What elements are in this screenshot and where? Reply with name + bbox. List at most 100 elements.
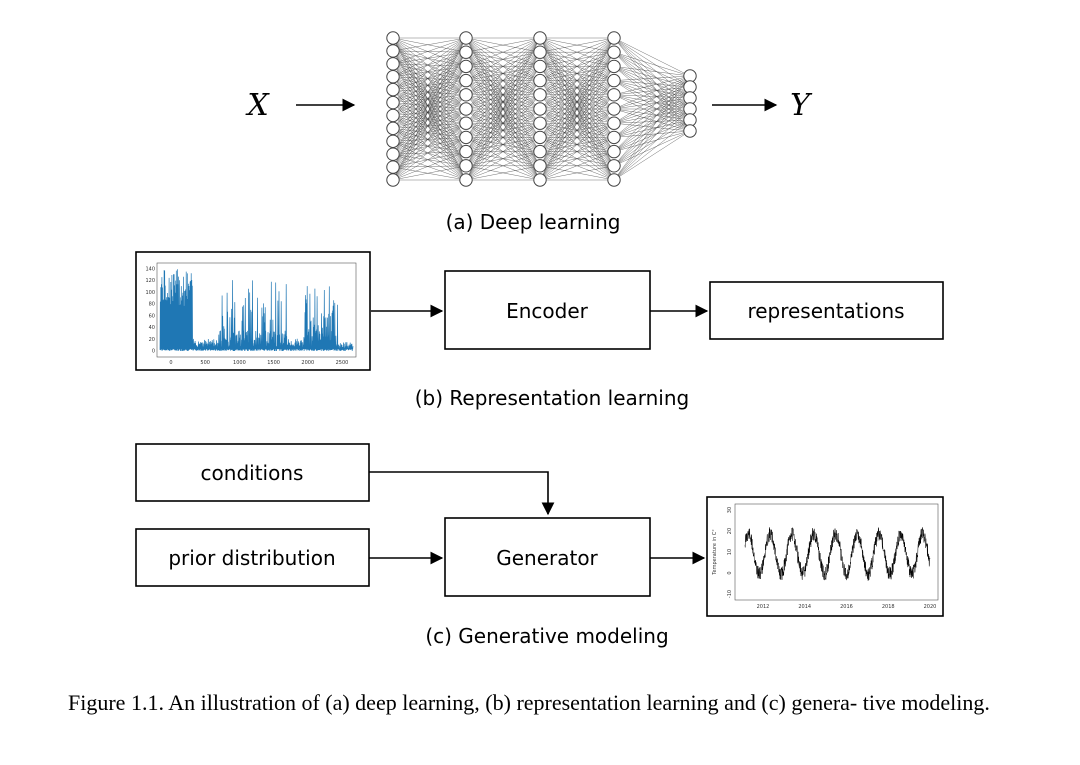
- nn-edge: [392, 151, 467, 155]
- nn-edge: [392, 52, 467, 90]
- plot-c-y-axis-label: Temperature in C°: [712, 529, 718, 576]
- nn-edge: [392, 137, 467, 181]
- nn-node: [459, 116, 473, 130]
- nn-edge: [392, 89, 467, 95]
- nn-edge: [392, 50, 467, 152]
- plot-c-x-tick: 2016: [840, 604, 853, 610]
- nn-edge: [392, 37, 467, 52]
- plot-b-x-tick: 1000: [233, 360, 246, 366]
- nn-edge: [613, 52, 691, 77]
- nn-edge: [613, 123, 691, 132]
- nn-node: [533, 88, 547, 102]
- neural-network-edges: [392, 37, 691, 181]
- nn-edge: [613, 66, 691, 110]
- figure-caption: Figure 1.1. An illustration of (a) deep …: [68, 690, 990, 715]
- nn-node: [459, 144, 473, 159]
- plot-b-x-tick: 2500: [336, 360, 349, 366]
- nn-edge: [613, 80, 691, 121]
- nn-edge: [392, 63, 467, 110]
- nn-edge: [613, 52, 691, 132]
- nn-node: [533, 45, 547, 59]
- nn-edge: [613, 37, 691, 77]
- nn-edge: [613, 52, 691, 121]
- nn-edge: [392, 102, 467, 152]
- nn-edge: [465, 165, 541, 181]
- encoder-box: [444, 270, 651, 350]
- nn-node: [607, 130, 621, 145]
- nn-edge: [465, 66, 541, 181]
- nn-edge: [392, 166, 467, 181]
- nn-edge: [392, 50, 467, 166]
- nn-edge: [392, 66, 467, 142]
- nn-edge: [613, 66, 691, 88]
- caption-a: (a) Deep learning: [446, 210, 621, 234]
- nn-node: [386, 121, 400, 136]
- nn-edge: [465, 37, 541, 138]
- nn-edge: [392, 63, 467, 67]
- nn-edge: [392, 76, 467, 138]
- nn-edge: [392, 137, 467, 142]
- nn-edge: [613, 86, 691, 166]
- nn-node: [386, 147, 400, 161]
- nn-node: [386, 57, 400, 71]
- nn-edge: [613, 97, 691, 166]
- nn-edge: [613, 66, 691, 99]
- nn-node: [459, 59, 473, 74]
- nn-edge: [392, 37, 467, 181]
- nn-edge: [392, 63, 467, 81]
- nn-edge: [392, 108, 467, 116]
- nn-node: [533, 59, 547, 74]
- nn-edge: [392, 89, 467, 138]
- nn-node: [459, 73, 473, 88]
- nn-edge: [392, 76, 467, 181]
- nn-edge: [392, 123, 467, 129]
- nn-edge: [392, 76, 467, 81]
- plot-b-series: [159, 269, 354, 352]
- plot-b-y-tick: 80: [149, 302, 155, 308]
- nn-edge: [392, 76, 467, 95]
- nn-edge: [465, 37, 541, 95]
- nn-edge: [392, 102, 467, 124]
- arrow-conditions-to-generator: [369, 471, 555, 516]
- nn-edge: [392, 63, 467, 166]
- plot-c-y-tick: -10: [727, 590, 733, 598]
- nn-edge: [613, 119, 691, 124]
- nn-edge: [539, 37, 615, 110]
- plot-b-y-tick: 100: [145, 290, 155, 296]
- nn-edge: [613, 94, 691, 110]
- nn-edge: [613, 37, 691, 132]
- plot-b-x-tick: 500: [200, 360, 210, 366]
- nn-edge: [392, 80, 467, 116]
- plot-c-y-tick: 10: [727, 549, 733, 555]
- nn-edge: [613, 86, 691, 110]
- nn-edge: [539, 37, 615, 67]
- nn-node: [459, 159, 473, 173]
- nn-edge: [613, 86, 691, 152]
- nn-node: [533, 159, 547, 173]
- nn-edge: [392, 108, 467, 142]
- nn-edge: [613, 75, 691, 152]
- plot-c-x-tick: 2018: [882, 604, 895, 610]
- nn-node: [533, 31, 547, 45]
- plot-c-y-tick: 0: [727, 571, 733, 574]
- nn-edge: [392, 137, 467, 155]
- nn-edge: [613, 108, 691, 132]
- encoder-label: Encoder: [506, 299, 589, 323]
- nn-edge: [392, 52, 467, 181]
- plot-c-line: [744, 527, 931, 581]
- nn-edge: [613, 75, 691, 110]
- nn-edge: [392, 52, 467, 155]
- nn-node: [533, 173, 547, 187]
- nn-edge: [539, 123, 615, 181]
- nn-edge: [392, 52, 467, 129]
- nn-edge: [392, 89, 467, 124]
- nn-edge: [613, 108, 691, 152]
- nn-edge: [392, 63, 467, 124]
- nn-edge: [392, 80, 467, 155]
- nn-node: [607, 73, 621, 88]
- output-y-label: Y: [790, 88, 813, 123]
- conditions-box: [135, 443, 370, 502]
